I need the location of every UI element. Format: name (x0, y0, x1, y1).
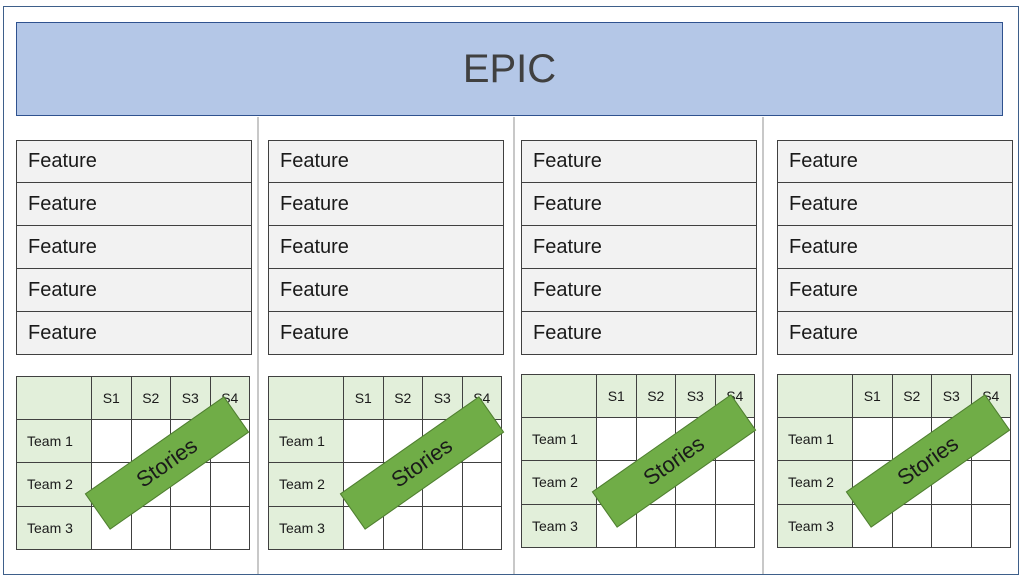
grid-cell (970, 503, 1011, 549)
grid-cell (970, 460, 1011, 505)
grid-cell (931, 503, 972, 549)
team-label: Team 1 (521, 416, 597, 462)
sprint-header: S1 (343, 376, 384, 420)
sprint-header: S2 (891, 374, 932, 418)
team-label: Team 3 (16, 505, 92, 551)
column-divider (257, 117, 259, 574)
feature-box: Feature (521, 312, 757, 355)
team-label: Team 3 (521, 503, 597, 549)
feature-box: Feature (268, 183, 504, 226)
grid-cell (461, 505, 502, 551)
team-label: Team 2 (521, 460, 597, 505)
grid-cell (852, 416, 893, 462)
grid-cell (714, 460, 755, 505)
team-label: Team 1 (16, 418, 92, 464)
feature-box: Feature (777, 269, 1013, 312)
feature-box: Feature (777, 226, 1013, 269)
feature-box: Feature (521, 140, 757, 183)
feature-box: Feature (777, 140, 1013, 183)
feature-box: Feature (268, 226, 504, 269)
grid-corner-cell (777, 374, 853, 418)
team-label: Team 3 (777, 503, 853, 549)
grid-cell (209, 505, 250, 551)
sprint-header: S1 (91, 376, 132, 420)
diagram-frame (3, 6, 1019, 575)
feature-box: Feature (521, 226, 757, 269)
grid-cell (675, 503, 716, 549)
sprint-header: S3 (422, 376, 463, 420)
feature-box: Feature (16, 312, 252, 355)
epic-box: EPIC (16, 22, 1003, 116)
grid-cell (461, 462, 502, 507)
grid-cell (596, 416, 637, 462)
team-label: Team 2 (268, 462, 344, 507)
sprint-header: S1 (596, 374, 637, 418)
grid-cell (422, 505, 463, 551)
grid-cell (209, 462, 250, 507)
team-label: Team 2 (16, 462, 92, 507)
feature-box: Feature (16, 269, 252, 312)
sprint-header: S2 (635, 374, 676, 418)
feature-box: Feature (268, 140, 504, 183)
feature-box: Feature (268, 312, 504, 355)
column-divider (762, 117, 764, 574)
grid-corner-cell (268, 376, 344, 420)
team-label: Team 1 (777, 416, 853, 462)
grid-corner-cell (521, 374, 597, 418)
feature-box: Feature (777, 312, 1013, 355)
grid-cell (170, 505, 211, 551)
grid-cell (130, 505, 171, 551)
grid-cell (714, 503, 755, 549)
feature-box: Feature (777, 183, 1013, 226)
team-label: Team 3 (268, 505, 344, 551)
feature-box: Feature (16, 140, 252, 183)
sprint-header: S2 (382, 376, 423, 420)
epic-label: EPIC (462, 46, 557, 91)
feature-box: Feature (16, 226, 252, 269)
grid-cell (91, 418, 132, 464)
team-label: Team 1 (268, 418, 344, 464)
feature-box: Feature (521, 269, 757, 312)
column-divider (513, 117, 515, 574)
sprint-header: S2 (130, 376, 171, 420)
feature-box: Feature (16, 183, 252, 226)
sprint-header: S1 (852, 374, 893, 418)
team-label: Team 2 (777, 460, 853, 505)
grid-corner-cell (16, 376, 92, 420)
grid-cell (343, 418, 384, 464)
feature-box: Feature (521, 183, 757, 226)
grid-cell (891, 503, 932, 549)
grid-cell (635, 503, 676, 549)
feature-box: Feature (268, 269, 504, 312)
